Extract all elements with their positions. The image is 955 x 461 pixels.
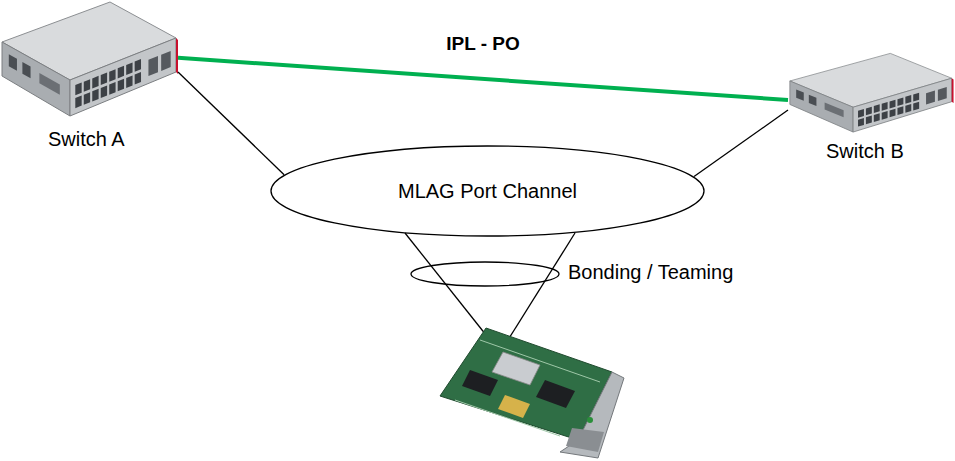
ellipse-outline	[410, 261, 560, 287]
ipl-link	[178, 58, 788, 100]
device-label: Switch B	[826, 140, 904, 163]
bond-ellipse: Bonding / Teaming	[410, 261, 560, 287]
bond-label: Bonding / Teaming	[568, 261, 733, 284]
mlag-link	[694, 110, 788, 177]
device-label: Switch A	[48, 128, 125, 151]
channel-label: MLAG Port Channel	[398, 180, 577, 203]
switch-node: Switch B	[788, 52, 952, 132]
switch-a-picture	[2, 2, 178, 116]
server-blade-picture	[440, 328, 624, 458]
link-line	[508, 233, 575, 340]
link-label: IPL - PO	[443, 33, 523, 55]
channel-ellipse: MLAG Port Channel	[270, 145, 705, 237]
switch-b-picture	[790, 53, 954, 132]
mlag-link	[178, 72, 284, 175]
switch-node: Switch A	[0, 0, 178, 118]
